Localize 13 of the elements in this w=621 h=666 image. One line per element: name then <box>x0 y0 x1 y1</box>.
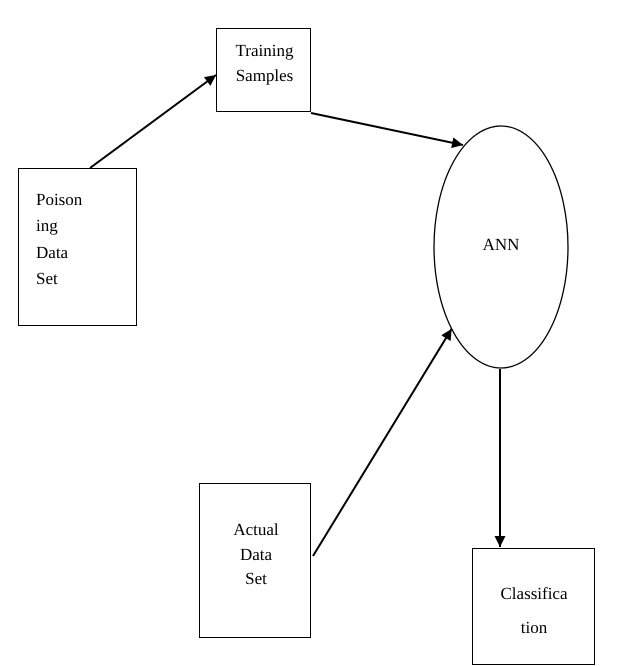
node-label: Classifica tion <box>499 583 569 639</box>
arrow <box>310 112 464 148</box>
arrow <box>312 328 452 557</box>
process-box <box>199 483 311 638</box>
node-label: Training Samples <box>234 40 294 87</box>
node-label: Actual Data Set <box>232 519 280 590</box>
node-label: ANN <box>482 234 520 256</box>
arrow <box>89 74 217 169</box>
process-box <box>472 548 595 665</box>
arrow <box>494 369 506 547</box>
process-box <box>18 168 137 326</box>
process-box <box>216 28 311 112</box>
process-ellipse <box>433 125 569 369</box>
